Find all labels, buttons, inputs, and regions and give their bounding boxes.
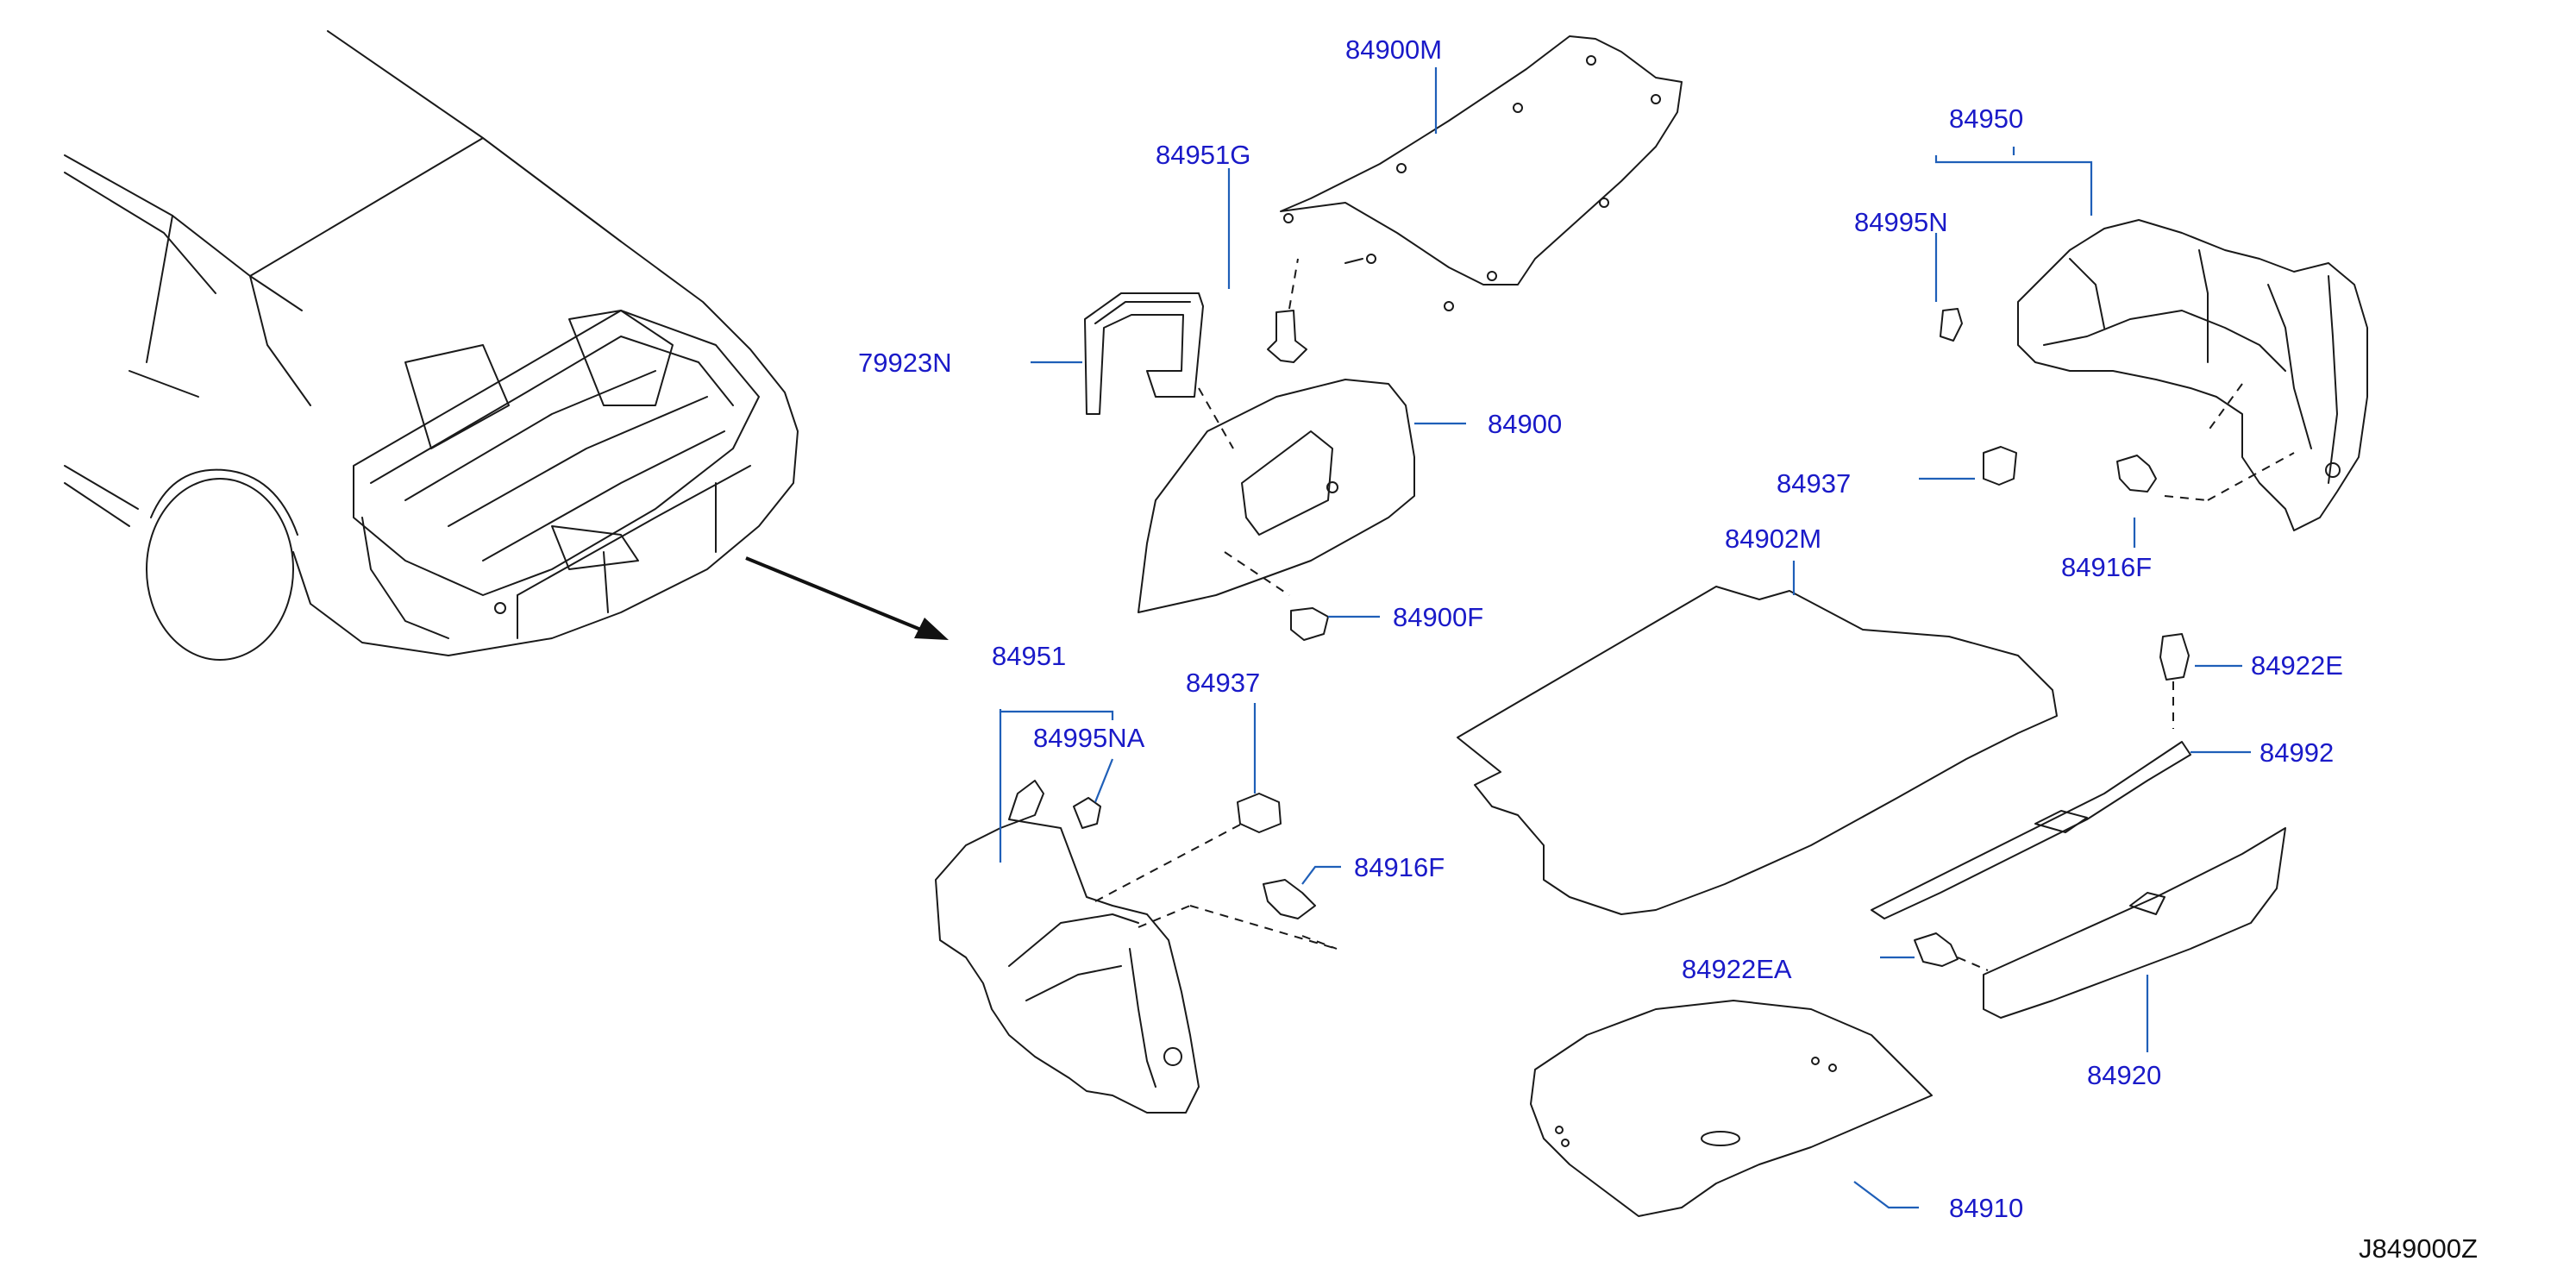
part-84902M-shape — [1457, 586, 2058, 915]
part-84900-shape — [1138, 379, 1415, 613]
part-label[interactable]: 84916F — [2061, 552, 2153, 582]
part-84920-shape — [1983, 827, 2286, 1019]
part-label[interactable]: 84900 — [1488, 409, 1563, 439]
part-84992-shape — [1871, 741, 2191, 919]
part-label[interactable]: 84937 — [1777, 468, 1852, 499]
direction-arrow — [745, 556, 949, 640]
part-84922E-shape — [2159, 633, 2190, 729]
part-label[interactable]: 84922E — [2251, 650, 2343, 681]
part-84900F-shape — [1290, 607, 1329, 641]
part-label[interactable]: 84951 — [992, 641, 1067, 671]
part-84937-upper-shape — [1983, 446, 2017, 486]
part-label[interactable]: 84995N — [1854, 207, 1948, 237]
part-label[interactable]: 84902M — [1725, 524, 1822, 554]
part-84937-lower-shape — [1237, 793, 1282, 833]
part-label[interactable]: 84922EA — [1682, 954, 1792, 984]
part-label[interactable]: 84995NA — [1033, 723, 1145, 753]
leader-lines — [999, 67, 2251, 1209]
part-label[interactable]: 84910 — [1949, 1193, 2024, 1223]
part-label[interactable]: 84900F — [1393, 602, 1484, 632]
part-84916F-lower-shape — [1263, 879, 1316, 919]
part-label[interactable]: 84950 — [1949, 104, 2024, 134]
part-84995N-shape — [1940, 308, 1963, 342]
part-label[interactable]: 84900M — [1345, 35, 1443, 65]
part-84900M-shape — [1280, 35, 1683, 311]
part-79923N-shape — [1084, 292, 1204, 415]
part-label[interactable]: 84920 — [2087, 1060, 2162, 1090]
part-84922EA-shape — [1914, 932, 1989, 971]
part-84950-shape — [2017, 219, 2368, 531]
part-84951-shape — [935, 780, 1338, 1114]
part-label[interactable]: 84916F — [1354, 852, 1445, 882]
figure-code: J849000Z — [2359, 1233, 2478, 1264]
part-84916F-upper-shape — [2116, 455, 2157, 493]
car-body-illustration — [64, 30, 799, 661]
part-84951G-shape — [1267, 258, 1307, 363]
part-84995NA-shape — [1073, 797, 1101, 829]
part-label[interactable]: 84992 — [2259, 737, 2335, 768]
part-84910-shape — [1530, 1000, 1933, 1217]
part-label[interactable]: 79923N — [858, 348, 952, 378]
part-label[interactable]: 84937 — [1186, 668, 1261, 698]
part-label[interactable]: 84951G — [1156, 140, 1251, 170]
